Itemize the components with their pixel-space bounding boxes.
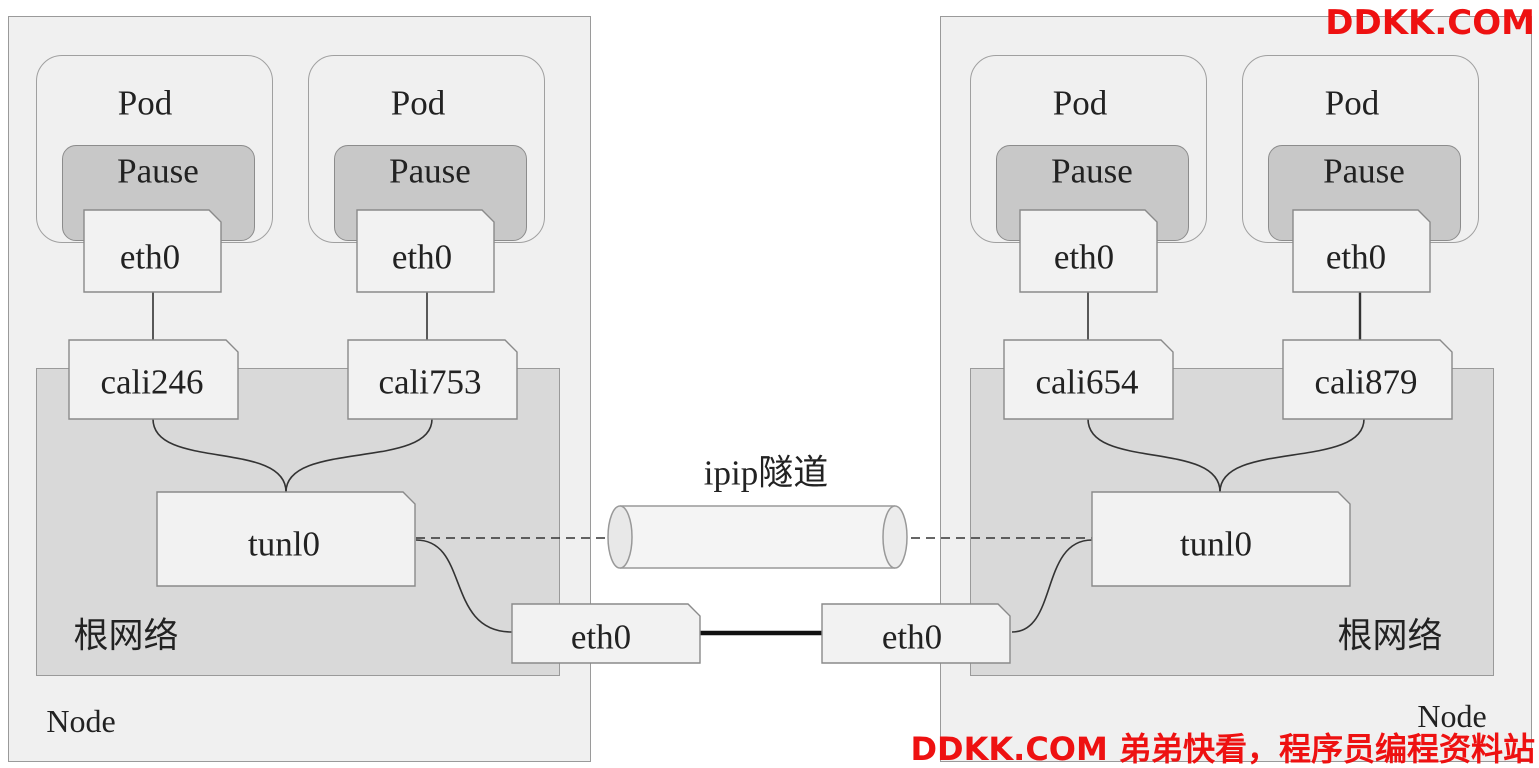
veth-cali879-label: cali879 <box>1314 362 1418 402</box>
host-eth0-label: eth0 <box>881 617 943 657</box>
watermark-top: DDKK.COM <box>1325 3 1535 43</box>
pod-eth0-label: eth0 <box>119 237 181 277</box>
ipip-tunnel-label: ipip隧道 <box>703 453 829 493</box>
pod-label: Pod <box>390 83 446 123</box>
node-label: Node <box>46 703 116 739</box>
tunl0-label: tunl0 <box>1180 524 1252 564</box>
pod-eth0-label: eth0 <box>1325 237 1387 277</box>
root-network-label: 根网络 <box>1337 616 1443 656</box>
pod-label: Pod <box>1324 83 1380 123</box>
root-network-label: 根网络 <box>73 616 179 656</box>
pause-label: Pause <box>1323 151 1405 191</box>
host-eth0-label: eth0 <box>570 617 632 657</box>
veth-cali654-label: cali654 <box>1035 362 1139 402</box>
node-label: Node <box>1417 698 1487 734</box>
watermark-bottom: DDKK.COM 弟弟快看，程序员编程资料站 <box>910 730 1535 768</box>
veth-cali246-label: cali246 <box>100 362 204 402</box>
pause-label: Pause <box>117 151 199 191</box>
pod-label: Pod <box>117 83 173 123</box>
pod-eth0-label: eth0 <box>1053 237 1115 277</box>
veth-cali753-label: cali753 <box>378 362 482 402</box>
tunl0-label: tunl0 <box>248 524 320 564</box>
pod-label: Pod <box>1052 83 1108 123</box>
pause-label: Pause <box>1051 151 1133 191</box>
pod-eth0-label: eth0 <box>391 237 453 277</box>
ipip-tunnel-cylinder <box>607 505 908 569</box>
pause-label: Pause <box>389 151 471 191</box>
